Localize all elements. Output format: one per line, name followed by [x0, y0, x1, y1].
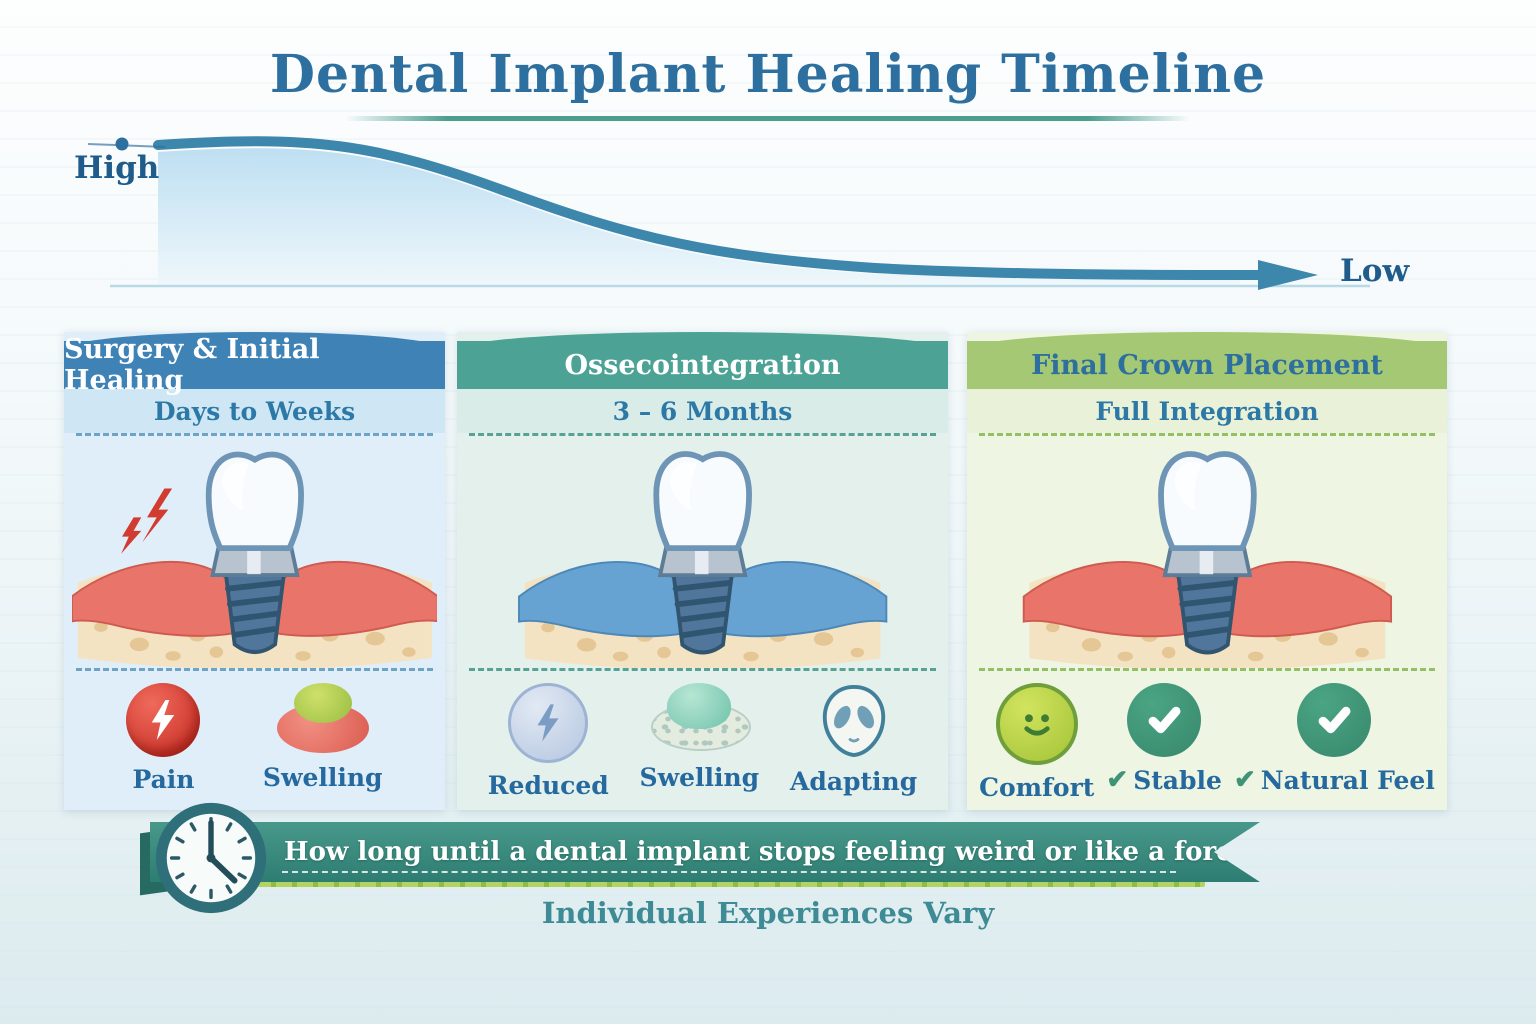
swelling-icon [276, 683, 369, 755]
panel-header: Surgery & Initial Healing [64, 332, 445, 396]
symptom-item-stable: ✔ Stable [1106, 683, 1222, 795]
icon-label: Adapting [789, 767, 918, 796]
panel-surgery-initial-healing: Surgery & Initial Healing Days to Weeks [64, 332, 445, 810]
dashed-divider [469, 433, 936, 436]
curve-svg [87, 136, 1415, 290]
symptom-item-comfort: Comfort [979, 683, 1094, 802]
symptom-item-adapting: Adapting [790, 683, 917, 796]
subsiding-swelling-icon [651, 683, 752, 755]
clock-icon [155, 802, 267, 914]
natural-feel-check-icon [1297, 683, 1372, 757]
symptom-item-swelling: Swelling [263, 683, 383, 792]
icon-label: Pain [132, 765, 195, 794]
check-glyph-icon: ✔ [1234, 765, 1256, 795]
dashed-divider [979, 433, 1435, 436]
title-underline [345, 116, 1190, 121]
dashed-divider [76, 668, 433, 671]
check-glyph-icon: ✔ [1106, 765, 1129, 795]
panel-title: Ossecointegration [564, 349, 841, 381]
implant-illustration-stage1 [64, 436, 445, 668]
implant-illustration-stage3 [967, 436, 1447, 668]
dashed-divider [469, 668, 936, 671]
icon-label: Reduced [487, 771, 609, 800]
icon-label: Swelling [639, 763, 760, 792]
dashed-divider [979, 668, 1435, 671]
comfort-smiley-icon [995, 683, 1078, 765]
icon-label: Swelling [262, 763, 383, 792]
panel-header: Ossecointegration [457, 332, 948, 389]
panel-title: Final Crown Placement [1031, 349, 1383, 381]
symptom-icons-row: Comfort ✔ Stable ✔ Natural Feel [967, 671, 1447, 819]
page-title: Dental Implant Healing Timeline [269, 44, 1267, 105]
tooth-implant-icon [1022, 451, 1392, 668]
high-label: High [74, 150, 160, 186]
discomfort-curve-chart [70, 130, 1415, 295]
reduced-pain-icon [508, 683, 589, 763]
panel-header: Final Crown Placement [967, 332, 1447, 389]
panel-subtitle: 3 – 6 Months [457, 389, 948, 433]
icon-label: Comfort [979, 773, 1095, 802]
arrow-head-icon [1258, 260, 1318, 290]
panel-title: Surgery & Initial Healing [64, 334, 320, 396]
ribbon-dashed-underline [282, 871, 1176, 873]
dashed-divider [76, 433, 433, 436]
question-ribbon: How long until a dental implant stops fe… [150, 822, 1260, 882]
symptom-icons-row: Reduced Swelling Adapting [457, 671, 948, 819]
panel-subtitle: Full Integration [967, 389, 1447, 433]
curve-line [153, 136, 1265, 280]
symptom-item-pain: Pain [126, 683, 201, 794]
pain-flash-icon [120, 488, 172, 554]
start-marker-dot [115, 137, 129, 151]
panel-osseointegration: Ossecointegration 3 – 6 Months [457, 332, 948, 810]
symptom-item-natural-feel: ✔ Natural Feel [1234, 683, 1435, 795]
symptom-item-reduced-pain: Reduced [488, 683, 609, 800]
pain-icon [126, 683, 201, 757]
panel-subtitle: Days to Weeks [64, 389, 445, 433]
symptom-item-swelling-subsiding: Swelling [639, 683, 760, 792]
question-text: How long until a dental implant stops fe… [284, 837, 1394, 867]
disclaimer-text: Individual Experiences Vary [541, 896, 995, 930]
tooth-implant-icon [517, 451, 888, 668]
adapting-face-icon [822, 684, 885, 758]
stable-check-icon [1127, 683, 1202, 757]
icon-label: Natural Feel [1260, 765, 1435, 795]
low-label: Low [1340, 253, 1410, 289]
tooth-implant-icon [71, 451, 438, 668]
implant-illustration-stage2 [457, 436, 948, 668]
panel-final-crown-placement: Final Crown Placement Full Integration [967, 332, 1447, 810]
symptom-icons-row: Pain Swelling [64, 671, 445, 819]
curve-area-fill [158, 148, 1240, 284]
icon-label: Stable [1133, 765, 1222, 795]
